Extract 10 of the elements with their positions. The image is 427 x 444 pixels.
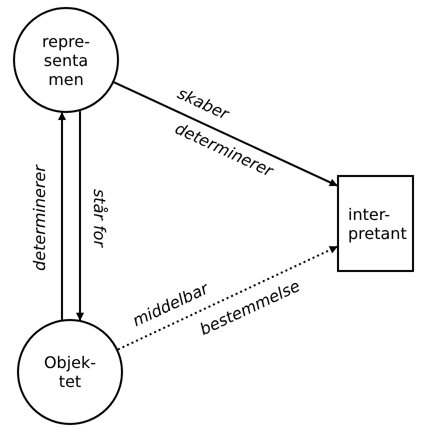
arrow — [58, 112, 66, 320]
process-box — [337, 175, 414, 272]
node-label: inter- pretant — [348, 204, 408, 242]
node-label: Objek- tet — [42, 353, 98, 391]
edge-label: determinerer — [30, 165, 49, 271]
node-label: repre- senta men — [40, 32, 92, 88]
dotted-arrow — [118, 246, 338, 350]
arrow — [114, 81, 338, 186]
edge-label: står for — [90, 188, 108, 248]
arrow — [76, 111, 84, 321]
